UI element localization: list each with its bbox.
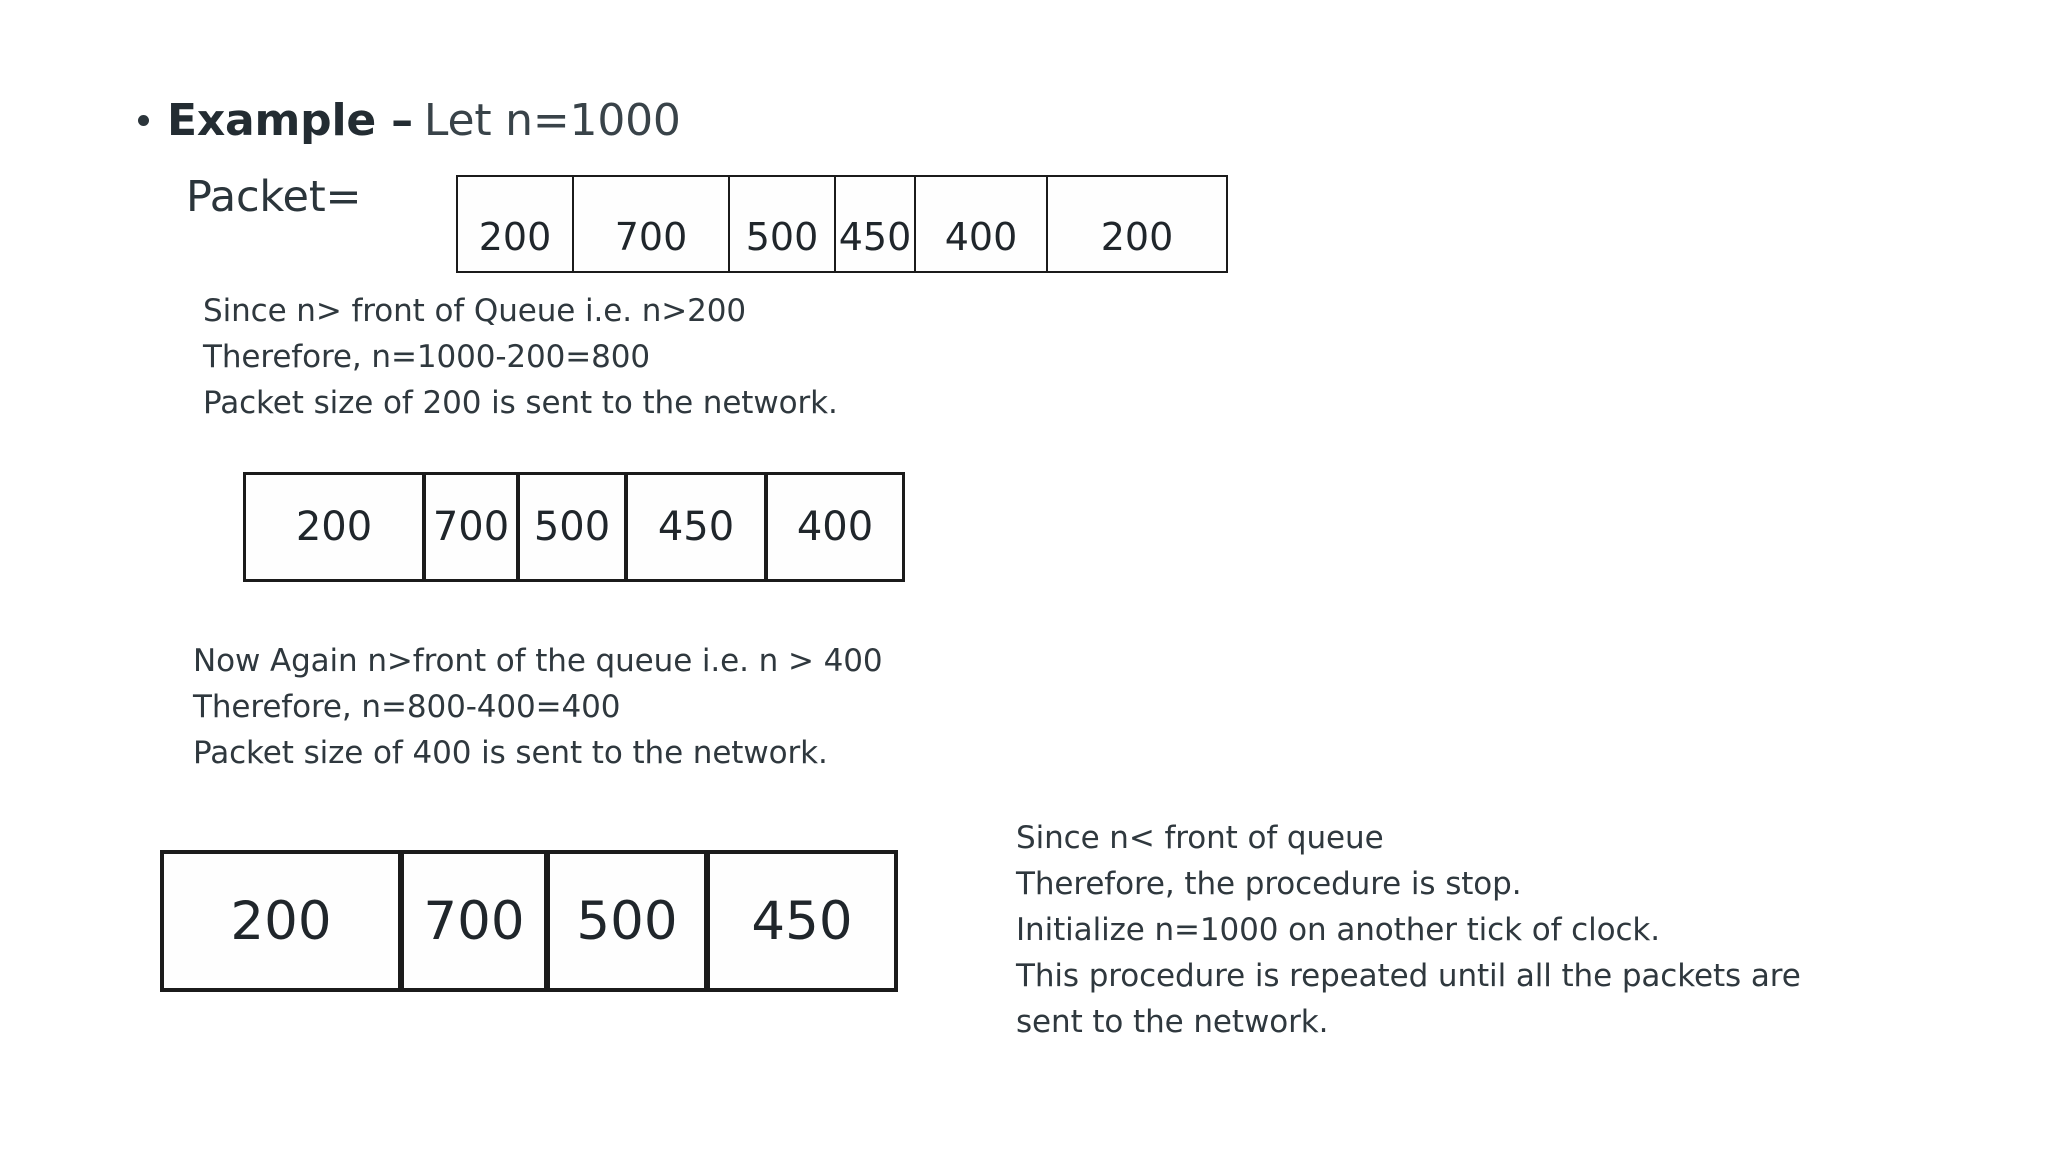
- text-line: Packet size of 400 is sent to the networ…: [193, 735, 828, 771]
- bullet-point-icon: [138, 115, 149, 126]
- packet-cell: 450: [625, 472, 767, 582]
- packet-cell: 200: [160, 850, 402, 992]
- packet-cell: 450: [834, 175, 916, 273]
- packet-cell: 200: [243, 472, 425, 582]
- page-title: Example – Let n=1000: [138, 95, 681, 146]
- packet-cell: 450: [706, 850, 898, 992]
- text-line: sent to the network.: [1016, 1004, 1329, 1040]
- text-line: Now Again n>front of the queue i.e. n > …: [193, 643, 883, 679]
- packet-cell: 200: [1046, 175, 1228, 273]
- text-line: This procedure is repeated until all the…: [1016, 958, 1801, 994]
- text-line: Packet size of 200 is sent to the networ…: [203, 385, 838, 421]
- packet-cell: 200: [456, 175, 574, 273]
- packet-cell: 400: [914, 175, 1048, 273]
- explanation-second-step: Now Again n>front of the queue i.e. n > …: [193, 638, 883, 776]
- text-line: Since n< front of queue: [1016, 820, 1384, 856]
- packet-cell: 700: [400, 850, 548, 992]
- packet-cell: 500: [517, 472, 627, 582]
- text-line: Therefore, n=1000-200=800: [203, 339, 651, 375]
- text-line: Initialize n=1000 on another tick of clo…: [1016, 912, 1661, 948]
- title-remainder: Let n=1000: [423, 95, 681, 146]
- packet-cell: 700: [572, 175, 730, 273]
- title-emphasis: Example –: [167, 95, 413, 146]
- text-line: Therefore, n=800-400=400: [193, 689, 621, 725]
- packet-cell: 400: [765, 472, 905, 582]
- packet-label: Packet=: [186, 172, 362, 222]
- text-line: Since n> front of Queue i.e. n>200: [203, 293, 747, 329]
- packet-cell: 500: [546, 850, 708, 992]
- packet-cell: 700: [423, 472, 519, 582]
- text-line: Therefore, the procedure is stop.: [1016, 866, 1522, 902]
- packet-cell: 500: [728, 175, 836, 273]
